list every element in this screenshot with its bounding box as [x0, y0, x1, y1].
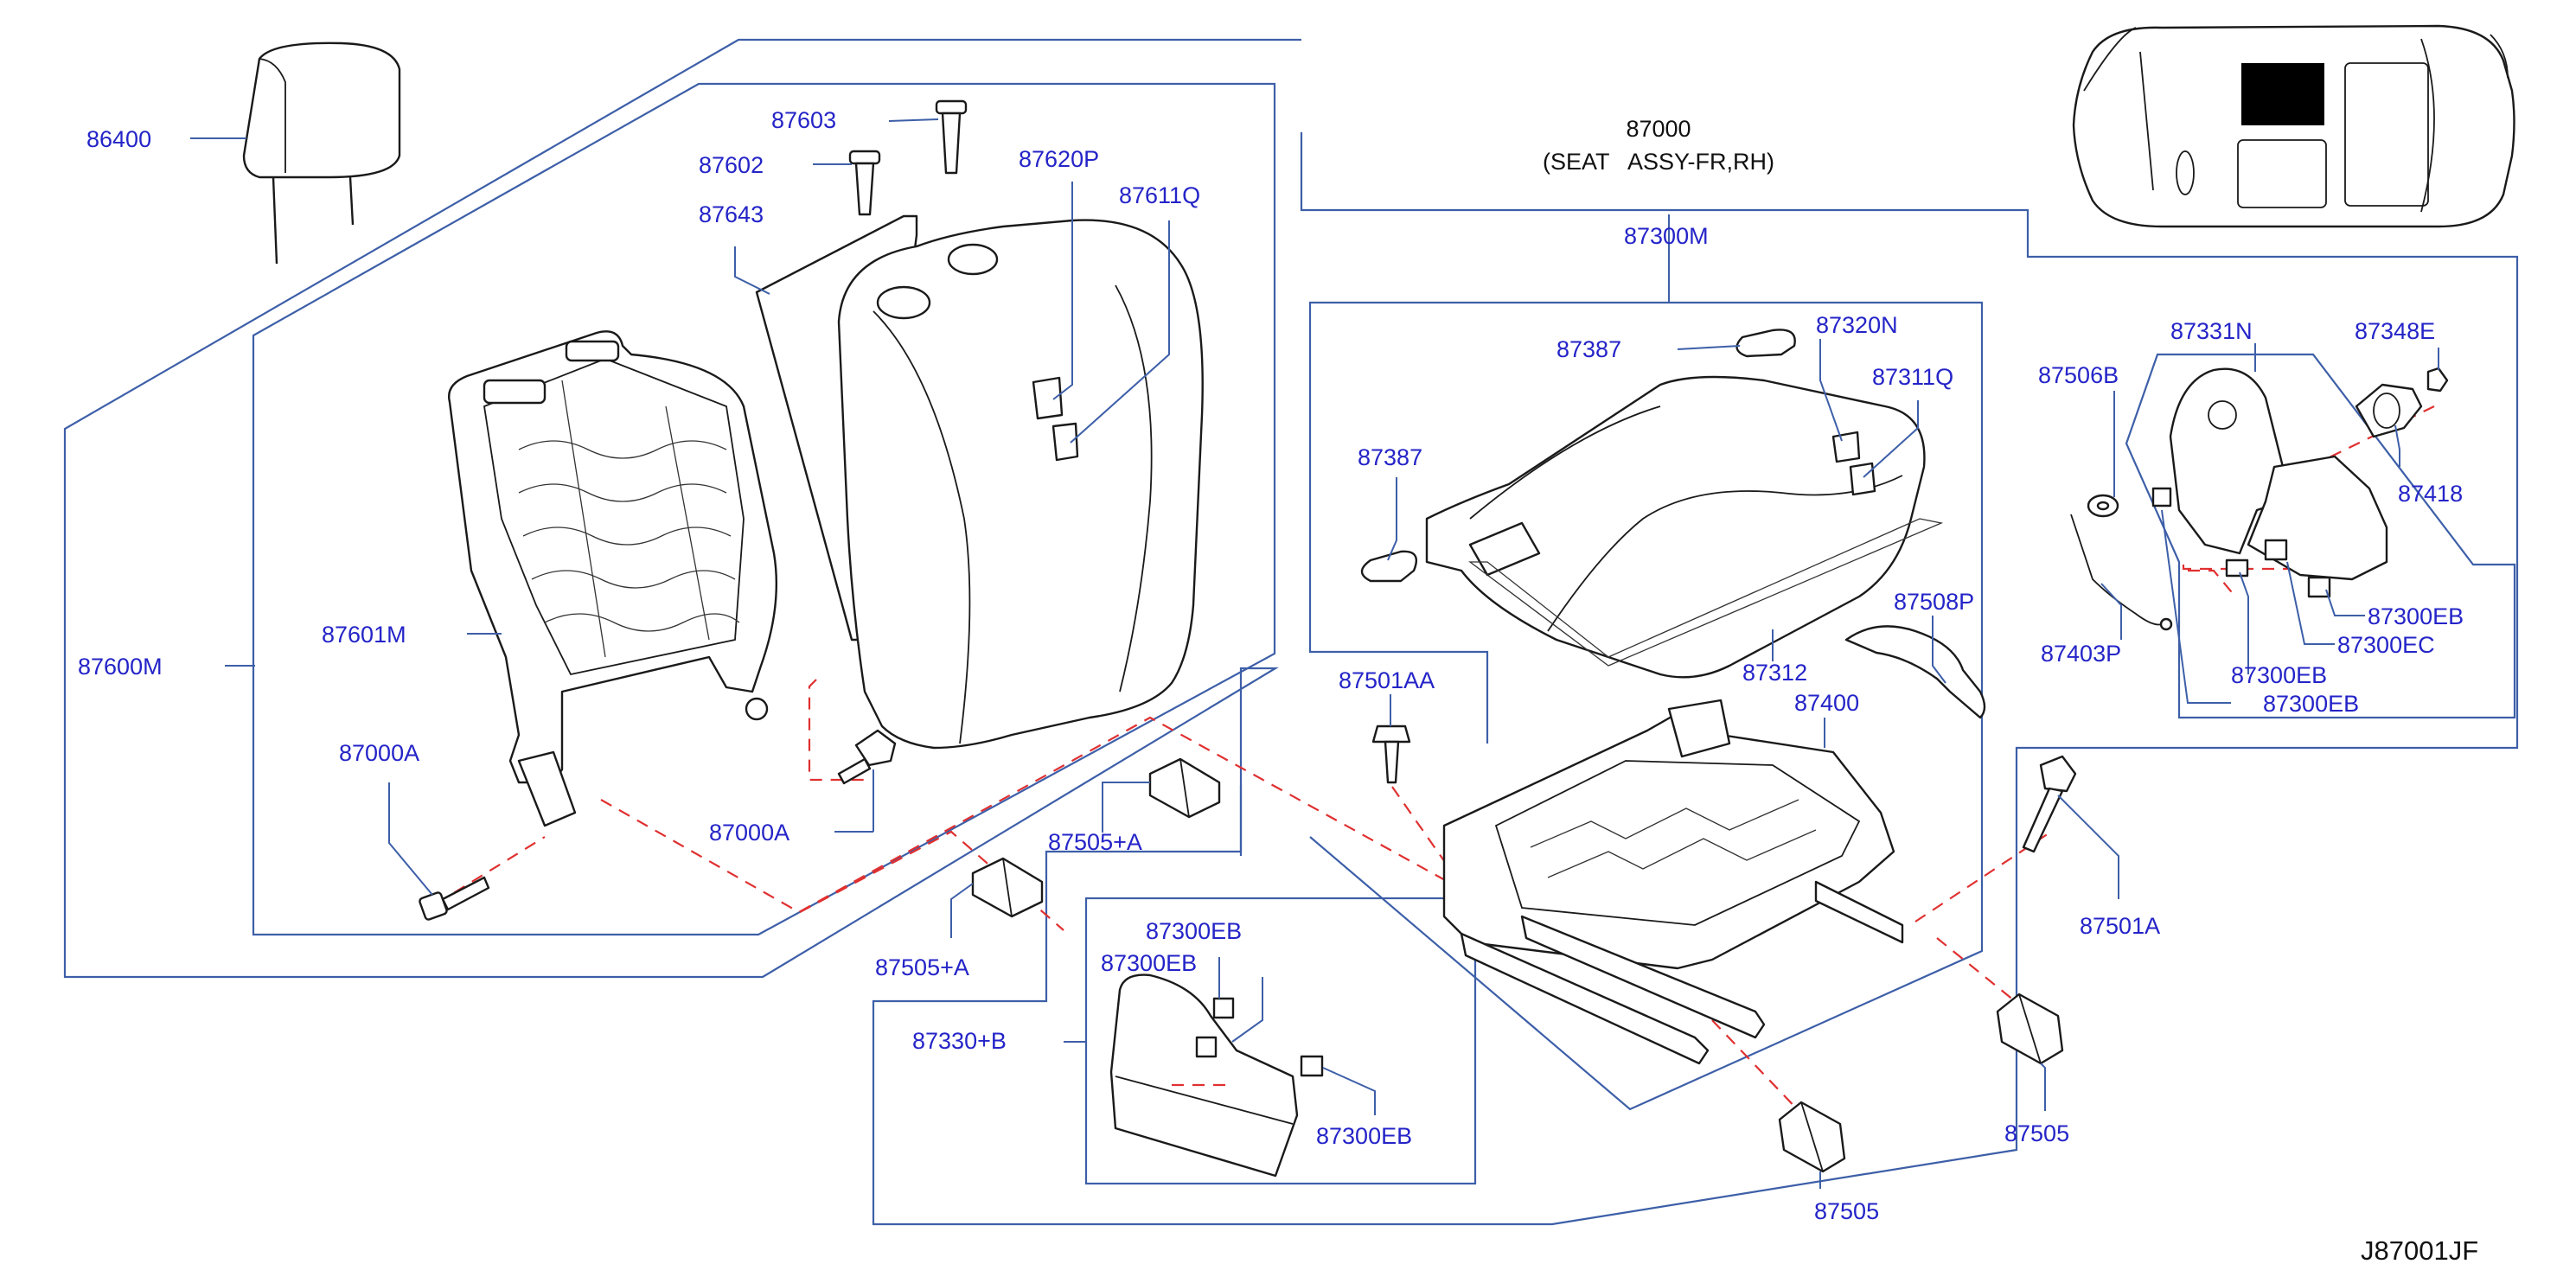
knob-87418	[2355, 383, 2423, 438]
headrest-guide-87602	[848, 150, 881, 216]
cushion-frame-87400	[1442, 699, 1904, 1065]
label-87505-bottom[interactable]: 87505	[1814, 1198, 1879, 1224]
label-87620p[interactable]: 87620P	[1019, 146, 1099, 172]
cushion-wire-87387-top	[1735, 329, 1796, 358]
assembly-part-number: 87000	[1626, 116, 1691, 142]
group-outline-seat-assy	[872, 132, 2519, 1226]
diagram-code: J87001JF	[2361, 1235, 2478, 1266]
leader-lines	[190, 118, 2439, 1189]
label-87643[interactable]: 87643	[699, 201, 764, 227]
label-87601m[interactable]: 87601M	[322, 622, 406, 648]
label-87505-right[interactable]: 87505	[2004, 1120, 2069, 1146]
car-top-view-icon	[2072, 24, 2515, 228]
label-87312[interactable]: 87312	[1742, 660, 1807, 686]
label-87387-top[interactable]: 87387	[1556, 336, 1621, 362]
group-outline-back-frame	[252, 82, 1276, 936]
label-87300m[interactable]: 87300M	[1624, 223, 1709, 249]
label-87403p[interactable]: 87403P	[2041, 641, 2121, 667]
bolt-87501aa	[1371, 724, 1411, 784]
label-87400[interactable]: 87400	[1794, 690, 1859, 716]
label-87600m[interactable]: 87600M	[78, 654, 163, 680]
label-87331n[interactable]: 87331N	[2170, 318, 2253, 344]
label-87300eb-right-3[interactable]: 87300EB	[2263, 691, 2359, 717]
headrest-part	[242, 41, 401, 265]
knob-87506b	[2087, 494, 2119, 518]
bracket-87505-bottom	[1778, 1101, 1846, 1173]
label-87602[interactable]: 87602	[699, 152, 764, 178]
label-87300ec[interactable]: 87300EC	[2337, 632, 2435, 658]
label-87300eb-side-3[interactable]: 87300EB	[1316, 1123, 1412, 1149]
label-86400[interactable]: 86400	[86, 126, 151, 152]
bracket-87505-right	[1996, 993, 2064, 1065]
recliner-cover-87331n	[2151, 367, 2388, 598]
label-87300eb-side-2[interactable]: 87300EB	[1101, 950, 1197, 976]
label-87505a-lower[interactable]: 87505+A	[875, 954, 969, 980]
bolt-87501a	[2022, 755, 2077, 853]
clip-87348e	[2426, 367, 2449, 393]
cable-87403p	[2070, 514, 2173, 631]
label-87501aa[interactable]: 87501AA	[1339, 667, 1435, 693]
back-trim-cover	[837, 219, 1204, 750]
bolt-87000a-center	[837, 729, 897, 785]
bolt-87000a-left	[419, 876, 490, 921]
label-87320n[interactable]: 87320N	[1816, 312, 1898, 338]
back-frame-87601m	[448, 330, 778, 827]
label-87300eb-side-1[interactable]: 87300EB	[1146, 918, 1242, 944]
label-87387-left[interactable]: 87387	[1358, 444, 1422, 470]
label-87330b[interactable]: 87330+B	[912, 1028, 1007, 1054]
headrest-guide-87603	[935, 99, 968, 175]
assembly-description: (SEAT ASSY-FR,RH)	[1543, 149, 1774, 175]
label-87311q[interactable]: 87311Q	[1872, 364, 1953, 390]
group-outline-cushion	[1308, 301, 1984, 1111]
label-87348e[interactable]: 87348E	[2355, 318, 2435, 344]
label-87418[interactable]: 87418	[2398, 481, 2463, 507]
side-cover-87330b	[1109, 973, 1324, 1178]
label-87300eb-right-2[interactable]: 87300EB	[2231, 662, 2327, 688]
bracket-87505a-lower	[971, 857, 1044, 918]
label-87505a-upper[interactable]: 87505+A	[1048, 829, 1142, 855]
bracket-87505a-upper	[1148, 757, 1221, 819]
label-87000a-center[interactable]: 87000A	[709, 820, 789, 846]
label-87611q[interactable]: 87611Q	[1119, 182, 1200, 208]
cushion-trim-87312	[1425, 375, 1944, 679]
label-87506b[interactable]: 87506B	[2038, 362, 2119, 388]
label-87300eb-right-1[interactable]: 87300EB	[2368, 603, 2464, 629]
cushion-side-bracket-87508p	[1844, 625, 1986, 719]
label-87501a[interactable]: 87501A	[2080, 913, 2160, 939]
label-87508p[interactable]: 87508P	[1894, 589, 1974, 615]
label-87603[interactable]: 87603	[771, 107, 836, 133]
car-seat-highlight	[2241, 63, 2324, 125]
label-87000a-left[interactable]: 87000A	[339, 740, 419, 766]
cushion-wire-87387-left	[1360, 550, 1418, 583]
